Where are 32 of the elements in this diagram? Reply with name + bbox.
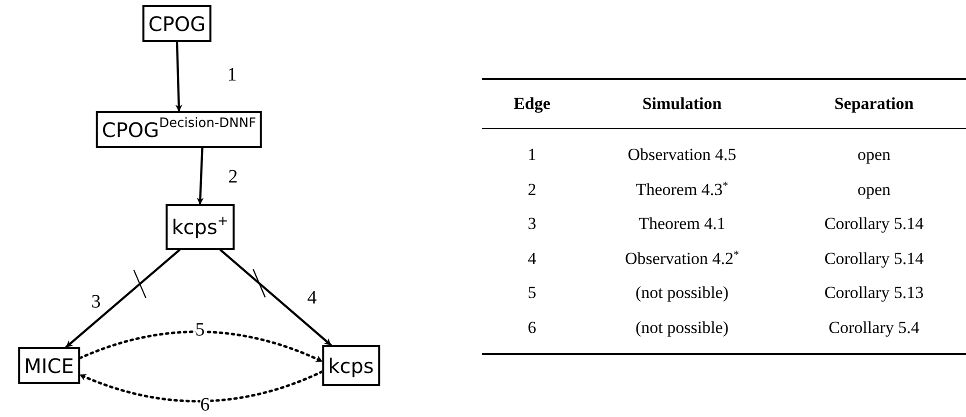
arrow: [78, 330, 324, 363]
node-box: MICE: [18, 347, 80, 384]
table-cell-text: Corollary 5.14: [823, 248, 925, 270]
node-box: kcps: [322, 345, 380, 386]
arrow: [196, 146, 204, 206]
table-cell-text: Observation 4.5: [626, 144, 738, 166]
node-box: CPOG$^{Decision-DNNF}$: [96, 111, 262, 148]
node-box: kcps$^{+}$: [166, 204, 234, 250]
table-cell-text: Observation 4.2$^{*}$: [624, 248, 740, 270]
table-cell-text: Theorem 4.3$^{*}$: [634, 178, 730, 200]
table-cell-text: (not possible): [634, 282, 730, 304]
table-cell-text: Corollary 5.14: [823, 213, 925, 235]
table-cell-text: Corollary 5.13: [823, 282, 925, 304]
column-header: Edge: [512, 93, 552, 115]
column-header: Separation: [833, 93, 915, 115]
column-header: Simulation: [641, 93, 723, 115]
arrow: [65, 248, 181, 348]
node-box: CPOG: [142, 5, 212, 42]
table-cell-text: Corollary 5.4: [828, 316, 920, 339]
table-cell-text: open: [856, 178, 892, 201]
table-cell-text: 5: [526, 282, 538, 304]
arrow: [219, 248, 332, 346]
table-cell-text: 3: [526, 213, 538, 235]
table-cell-text: 4: [526, 248, 538, 270]
table-cell-text: Theorem 4.1: [638, 213, 726, 235]
arrow: [78, 370, 324, 402]
table-cell-text: 6: [526, 316, 538, 338]
table-cell-text: 1: [526, 144, 538, 166]
table-cell-text: (not possible): [634, 316, 730, 339]
table-cell-text: 2: [526, 178, 538, 200]
arrow: [175, 40, 182, 112]
table-cell-text: open: [856, 144, 892, 166]
